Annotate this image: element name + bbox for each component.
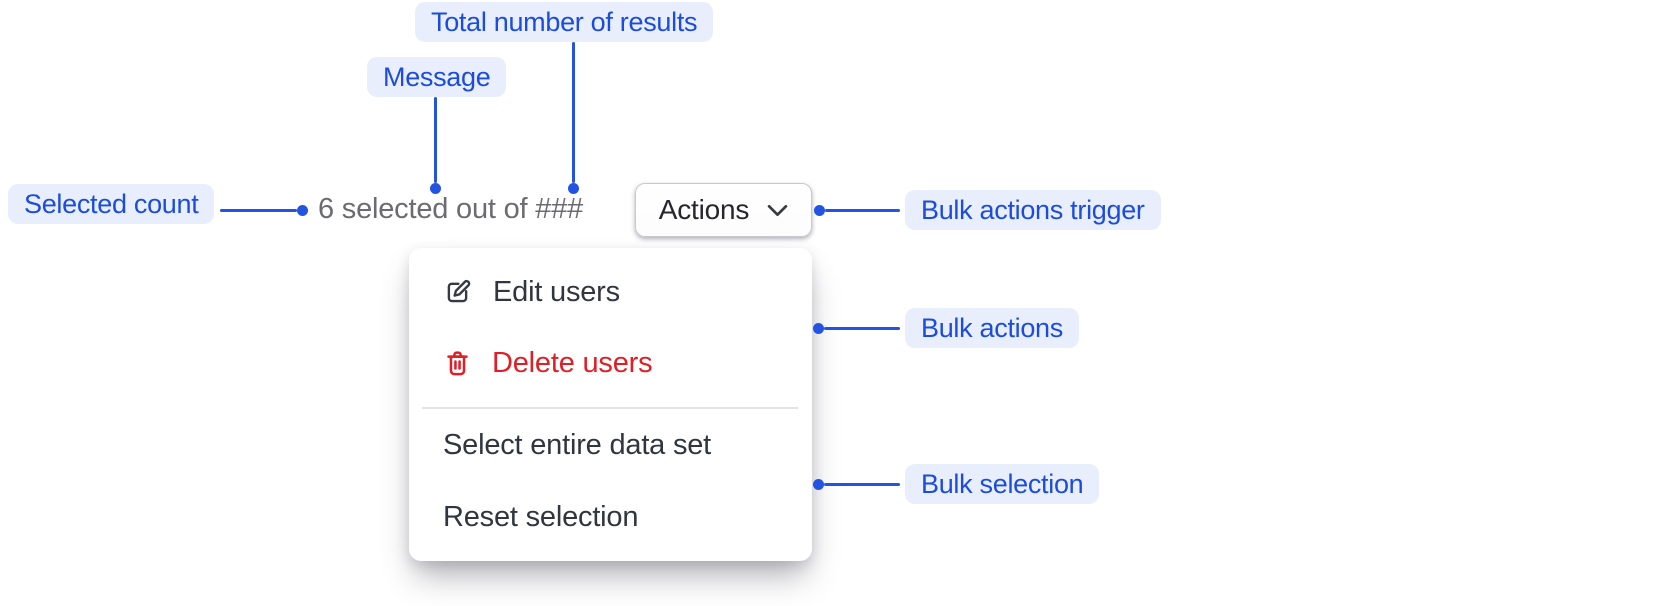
connector-dot-bulk-selection xyxy=(813,479,824,490)
actions-button-label: Actions xyxy=(658,194,750,225)
connector-dot-bulk-actions xyxy=(813,323,824,334)
connector-dot-message xyxy=(430,183,441,194)
bulk-actions-menu: Edit users Delete users Select entire da… xyxy=(409,248,812,561)
connector-line-message xyxy=(434,97,437,183)
menu-item-label: Delete users xyxy=(492,346,653,379)
connector-dot-total-results xyxy=(568,183,579,194)
connector-dot-bulk-actions-trigger xyxy=(814,205,825,216)
menu-divider xyxy=(422,407,798,409)
connector-dot-selected-count xyxy=(297,205,308,216)
callout-message: Message xyxy=(367,57,507,97)
selection-message: 6 selected out of ### xyxy=(318,193,584,225)
connector-line-bulk-selection xyxy=(824,483,900,486)
callout-bulk-selection: Bulk selection xyxy=(905,464,1100,504)
menu-item-select-entire-data-set[interactable]: Select entire data set xyxy=(443,427,794,463)
connector-line-bulk-actions-trigger xyxy=(825,209,900,212)
menu-item-reset-selection[interactable]: Reset selection xyxy=(443,499,794,535)
menu-item-edit-users[interactable]: Edit users xyxy=(443,274,794,310)
trash-icon xyxy=(447,350,468,375)
connector-line-total-results xyxy=(572,42,575,183)
chevron-down-icon xyxy=(767,204,788,216)
menu-item-label: Select entire data set xyxy=(443,428,712,461)
edit-icon xyxy=(447,279,471,303)
callout-selected-count: Selected count xyxy=(8,184,215,224)
menu-item-label: Edit users xyxy=(493,275,620,308)
callout-bulk-actions: Bulk actions xyxy=(905,308,1079,348)
callout-bulk-actions-trigger: Bulk actions trigger xyxy=(905,190,1161,230)
connector-line-bulk-actions xyxy=(824,327,900,330)
menu-item-delete-users[interactable]: Delete users xyxy=(443,345,794,381)
connector-line-selected-count xyxy=(220,209,297,212)
menu-item-label: Reset selection xyxy=(443,500,639,533)
bulk-actions-trigger-button[interactable]: Actions xyxy=(635,183,812,237)
callout-total-number-of-results: Total number of results xyxy=(415,2,714,42)
